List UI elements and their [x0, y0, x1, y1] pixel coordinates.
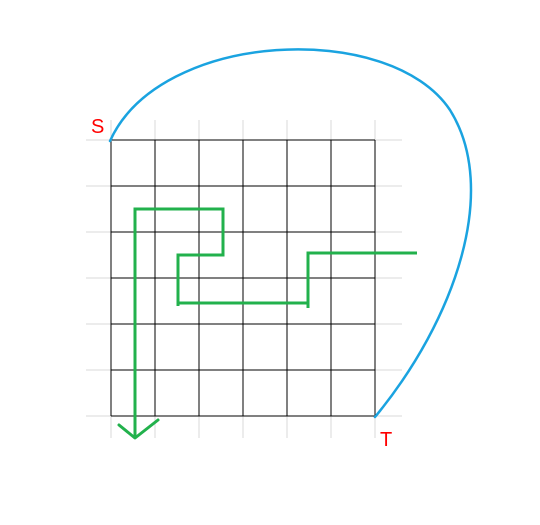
start-label: S — [91, 116, 104, 138]
end-label: T — [380, 429, 392, 451]
blue-arc — [108, 48, 473, 419]
arrow-down-icon — [117, 418, 160, 440]
main-grid — [110, 139, 376, 417]
faint-grid — [86, 120, 402, 438]
green-path — [133, 207, 417, 437]
